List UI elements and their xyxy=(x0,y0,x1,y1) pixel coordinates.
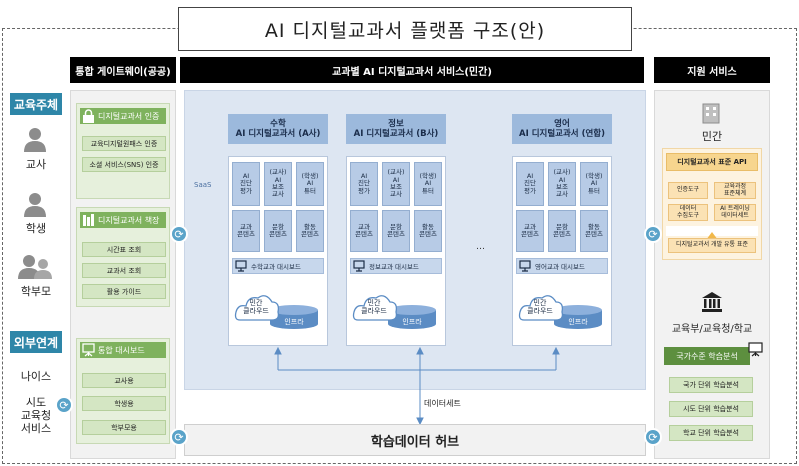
service-name: AI 디지털교과서 (A사) xyxy=(235,129,321,139)
service-module[interactable]: (교사) AI 보조 교사 xyxy=(264,162,292,206)
private-label: 민간 xyxy=(701,130,723,143)
service-module[interactable]: 문항 콘텐츠 xyxy=(382,210,410,252)
monitor-icon xyxy=(235,260,247,272)
monitor-icon xyxy=(519,260,531,272)
subject-dashboard[interactable]: 정보교과 대시보드 xyxy=(350,258,442,274)
service-module[interactable]: (교사) AI 보조 교사 xyxy=(382,162,410,206)
cloud-label: 민간 클라우드 xyxy=(243,299,269,315)
shelf-item[interactable]: 시간표 조회 xyxy=(82,242,166,257)
services-header: 교과별 AI 디지털교과서 서비스(민간) xyxy=(180,57,644,83)
service-subject: 수학 xyxy=(270,118,286,129)
service-module[interactable]: (학생) AI 튜터 xyxy=(414,162,442,206)
subject-dashboard[interactable]: 영어교과 대시보드 xyxy=(516,258,608,274)
neis-label: 나이스 xyxy=(20,370,52,383)
analysis-item[interactable]: 시도 단위 학습분석 xyxy=(669,401,753,417)
service-title: 수학 AI 디지털교과서 (A사) xyxy=(228,114,328,144)
support-header: 지원 서비스 xyxy=(654,57,770,83)
api-arrow xyxy=(666,226,758,240)
service-module[interactable]: AI 진단 평가 xyxy=(350,162,378,206)
dashboard-item[interactable]: 학부모용 xyxy=(82,420,166,435)
sync-icon: ⟳ xyxy=(644,428,662,446)
service-module[interactable]: (교사) AI 보조 교사 xyxy=(548,162,576,206)
auth-item[interactable]: 교육디지털원패스 인증 xyxy=(82,136,166,151)
analysis-item[interactable]: 국가 단위 학습분석 xyxy=(669,377,753,393)
api-footer: 디지털교과서 개발 유통 표준 xyxy=(668,238,756,253)
bookshelf-icon xyxy=(83,214,94,226)
shelf-item[interactable]: 활용 가이드 xyxy=(82,284,166,299)
service-module[interactable]: (학생) AI 튜터 xyxy=(296,162,324,206)
cloud-infra-graphic xyxy=(518,295,602,329)
presentation-board-icon xyxy=(748,342,763,357)
auth-title: 디지털교과서 인증 xyxy=(80,108,166,124)
service-module[interactable]: AI 진단 평가 xyxy=(516,162,544,206)
student-label: 학생 xyxy=(25,222,47,235)
service-module[interactable]: 활동 콘텐츠 xyxy=(296,210,324,252)
building-icon xyxy=(702,103,720,124)
gateway-header: 통합 게이트웨이(공공) xyxy=(70,57,176,83)
service-module[interactable]: 문항 콘텐츠 xyxy=(548,210,576,252)
dashboard-title: 통합 대시보드 xyxy=(80,342,166,358)
parent-icon xyxy=(18,255,52,279)
sync-icon: ⟳ xyxy=(644,225,662,243)
api-item[interactable]: 교육과정 표준체계 xyxy=(714,182,756,199)
sync-icon: ⟳ xyxy=(170,225,188,243)
saas-label: SaaS xyxy=(194,181,212,189)
ellipsis-label: … xyxy=(476,242,485,252)
lock-icon xyxy=(83,109,94,123)
service-module[interactable]: 활동 콘텐츠 xyxy=(580,210,608,252)
data-flow-lines xyxy=(274,346,560,426)
service-subject: 영어 xyxy=(554,118,570,129)
government-building-icon xyxy=(702,292,722,312)
cloud-label: 민간 클라우드 xyxy=(527,299,553,315)
auth-item[interactable]: 소셜 서비스(SNS) 인증 xyxy=(82,157,166,172)
service-title: 영어 AI 디지털교과서 (연합) xyxy=(512,114,612,144)
student-icon xyxy=(24,193,46,217)
learning-data-hub[interactable]: 학습데이터 허브 xyxy=(184,424,646,456)
monitor-icon xyxy=(353,260,365,272)
sync-icon: ⟳ xyxy=(55,396,73,414)
government-label: 교육부/교육청/학교 xyxy=(671,324,753,335)
service-name: AI 디지털교과서 (연합) xyxy=(519,129,605,139)
api-item[interactable]: AI 트레이닝 데이터세트 xyxy=(714,204,756,221)
province-service-label: 시도 교육청 서비스 xyxy=(20,396,52,436)
shelf-title: 디지털교과서 책장 xyxy=(80,212,166,228)
service-module[interactable]: AI 진단 평가 xyxy=(232,162,260,206)
service-module[interactable]: 교과 콘텐츠 xyxy=(516,210,544,252)
teacher-icon xyxy=(24,128,46,152)
analysis-item[interactable]: 학교 단위 학습분석 xyxy=(669,425,753,441)
education-subjects-tag: 교육주체 xyxy=(10,93,62,115)
infra-label: 인프라 xyxy=(568,318,588,326)
cloud-label: 민간 클라우드 xyxy=(361,299,387,315)
analysis-title: 국가수준 학습분석 xyxy=(664,347,750,365)
service-module[interactable]: 활동 콘텐츠 xyxy=(414,210,442,252)
api-title: 디지털교과서 표준 API xyxy=(666,153,758,171)
service-module[interactable]: 교과 콘텐츠 xyxy=(350,210,378,252)
dashboard-item[interactable]: 교사용 xyxy=(82,373,166,388)
service-name: AI 디지털교과서 (B사) xyxy=(353,129,439,139)
api-item[interactable]: 데이터 수집도구 xyxy=(668,204,708,221)
service-module[interactable]: 교과 콘텐츠 xyxy=(232,210,260,252)
infra-label: 인프라 xyxy=(402,318,422,326)
service-module[interactable]: 문항 콘텐츠 xyxy=(264,210,292,252)
parent-label: 학부모 xyxy=(20,285,52,298)
external-link-tag: 외부연계 xyxy=(10,331,62,353)
cloud-infra-graphic xyxy=(234,295,318,329)
cloud-infra-graphic xyxy=(352,295,436,329)
shelf-item[interactable]: 교과서 조회 xyxy=(82,263,166,278)
infra-label: 인프라 xyxy=(284,318,304,326)
dataset-label: 데이터세트 xyxy=(424,399,461,408)
diagram-title: AI 디지털교과서 플랫폼 구조(안) xyxy=(178,7,632,51)
service-title: 정보 AI 디지털교과서 (B사) xyxy=(346,114,446,144)
sync-icon: ⟳ xyxy=(170,428,188,446)
service-module[interactable]: (학생) AI 튜터 xyxy=(580,162,608,206)
service-subject: 정보 xyxy=(388,118,404,129)
presentation-board-icon xyxy=(82,343,95,357)
api-item[interactable]: 인증도구 xyxy=(668,182,708,199)
dashboard-item[interactable]: 학생용 xyxy=(82,396,166,411)
teacher-label: 교사 xyxy=(25,158,47,171)
subject-dashboard[interactable]: 수학교과 대시보드 xyxy=(232,258,324,274)
